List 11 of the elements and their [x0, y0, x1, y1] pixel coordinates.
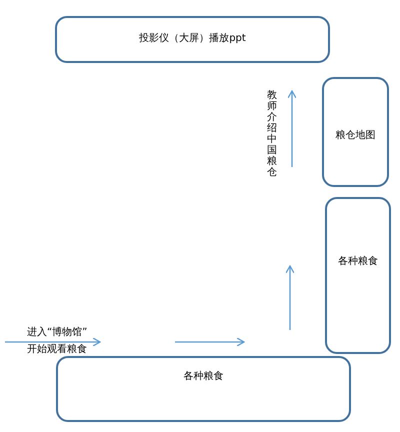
rounded-box [325, 197, 391, 354]
box-label: 粮仓地图 [334, 129, 376, 142]
vertical-label: 教师介绍中国粮仓 [267, 90, 277, 178]
box-label: 各种粮食 [337, 255, 379, 268]
rounded-box [56, 356, 351, 422]
note-label: 进入“博物馆” [27, 327, 88, 338]
rounded-box [55, 16, 330, 63]
rounded-box [322, 77, 389, 187]
box-label: 投影仪（大屏）播放ppt [138, 32, 247, 45]
note-label: 开始观看粮食 [27, 344, 87, 355]
box-label: 各种粮食 [182, 370, 224, 383]
